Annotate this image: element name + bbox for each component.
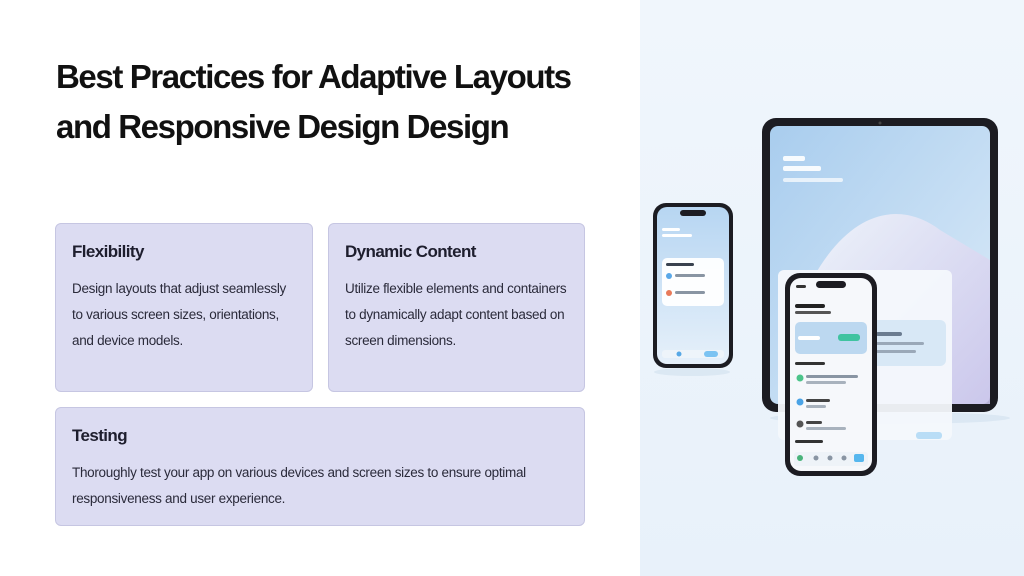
dynamic-content-card-title: Dynamic Content bbox=[345, 242, 476, 261]
testing-card-body: Thoroughly test your app on various devi… bbox=[72, 465, 526, 506]
testing-card-title: Testing bbox=[72, 426, 128, 445]
slide-title: Best Practices for Adaptive Layouts and … bbox=[56, 58, 572, 145]
device-mockups-image bbox=[653, 118, 1010, 476]
small-phone-device bbox=[653, 203, 733, 368]
flexibility-card-title: Flexibility bbox=[72, 242, 144, 261]
dynamic-content-card: Dynamic Content Utilize flexible element… bbox=[328, 223, 585, 392]
devices-illustration bbox=[640, 0, 1024, 576]
flexibility-card: Flexibility Design layouts that adjust s… bbox=[55, 223, 313, 392]
dynamic-content-card-body: Utilize flexible elements and containers… bbox=[345, 281, 567, 348]
testing-card: Testing Thoroughly test your app on vari… bbox=[55, 407, 585, 526]
front-phone-device bbox=[785, 273, 877, 476]
flexibility-card-body: Design layouts that adjust seamlessly to… bbox=[72, 281, 287, 348]
